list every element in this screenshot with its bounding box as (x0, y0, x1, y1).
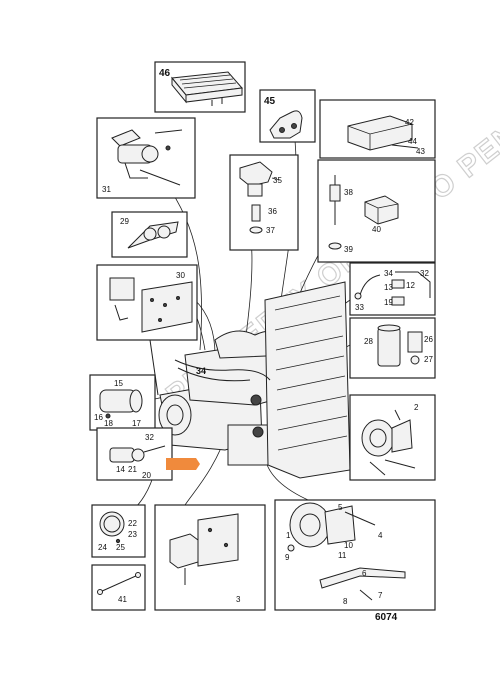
callout-20: 20 (142, 471, 151, 480)
callout-36: 36 (268, 207, 277, 216)
callout-22: 22 (128, 519, 137, 528)
part-box-31: 31 (96, 117, 196, 199)
callout-28: 28 (364, 337, 373, 346)
part-box-32-solenoid: 32 14 21 20 (96, 427, 173, 481)
part-box-45: 45 (259, 89, 316, 143)
callout-32-solenoid: 32 (145, 433, 154, 442)
callout-16: 16 (94, 413, 103, 422)
callout-5: 5 (338, 503, 343, 512)
part-box-29: 29 (111, 211, 188, 258)
engine-assembly: 34 (149, 281, 351, 479)
part-box-28: 28 26 27 (349, 317, 436, 379)
callout-1: 1 (286, 531, 291, 540)
callout-8: 8 (343, 597, 348, 606)
callout-29: 29 (120, 217, 129, 226)
callout-12: 12 (406, 281, 415, 290)
callout-21: 21 (128, 465, 137, 474)
callout-31: 31 (102, 185, 111, 194)
part-box-2: 2 (349, 394, 436, 481)
callout-9: 9 (285, 553, 290, 562)
part-box-38: 38 40 39 (317, 159, 436, 263)
callout-11: 11 (338, 551, 347, 560)
callout-35: 35 (273, 176, 282, 185)
part-box-3: 3 (154, 504, 266, 611)
callout-18: 18 (104, 419, 113, 428)
part-box-30: 30 (96, 264, 198, 341)
callout-45: 45 (264, 96, 276, 107)
figure-number: 6074 (375, 612, 398, 623)
callout-26: 26 (424, 335, 433, 344)
callout-15: 15 (114, 379, 123, 388)
part-box-22: 22 23 24 25 (91, 504, 146, 558)
callout-40: 40 (372, 225, 381, 234)
callout-33: 33 (355, 303, 364, 312)
callout-34-engine: 34 (196, 366, 206, 376)
callout-43: 43 (416, 147, 425, 156)
part-box-15: 15 16 18 17 (89, 374, 156, 431)
callout-41: 41 (118, 595, 127, 604)
callout-25: 25 (116, 543, 125, 552)
callout-13: 13 (384, 283, 393, 292)
part-box-42: 42 44 43 (319, 99, 436, 159)
callout-34-sensor: 34 (384, 269, 393, 278)
callout-2: 2 (414, 403, 419, 412)
callout-24: 24 (98, 543, 107, 552)
callout-38: 38 (344, 188, 353, 197)
part-box-35: 35 36 37 (229, 154, 299, 251)
callout-23: 23 (128, 530, 137, 539)
callout-42: 42 (405, 118, 414, 127)
callout-39: 39 (344, 245, 353, 254)
callout-17: 17 (132, 419, 141, 428)
callout-19: 19 (384, 298, 393, 307)
callout-37: 37 (266, 226, 275, 235)
callout-3: 3 (236, 595, 241, 604)
callout-10: 10 (344, 541, 353, 550)
highlight-marker (166, 458, 200, 470)
callout-14: 14 (116, 465, 125, 474)
callout-6: 6 (362, 569, 367, 578)
callout-7: 7 (378, 591, 383, 600)
part-box-34-32: 34 32 13 12 19 33 (349, 262, 436, 316)
part-box-46: 46 (154, 61, 246, 113)
callout-30: 30 (176, 271, 185, 280)
callout-4: 4 (378, 531, 383, 540)
callout-27: 27 (424, 355, 433, 364)
callout-46: 46 (159, 68, 171, 79)
part-box-alternator: 5 4 1 10 11 9 6 7 8 (274, 499, 436, 611)
callout-32-sensor: 32 (420, 269, 429, 278)
part-box-41: 41 (91, 564, 146, 611)
callout-44: 44 (408, 137, 417, 146)
